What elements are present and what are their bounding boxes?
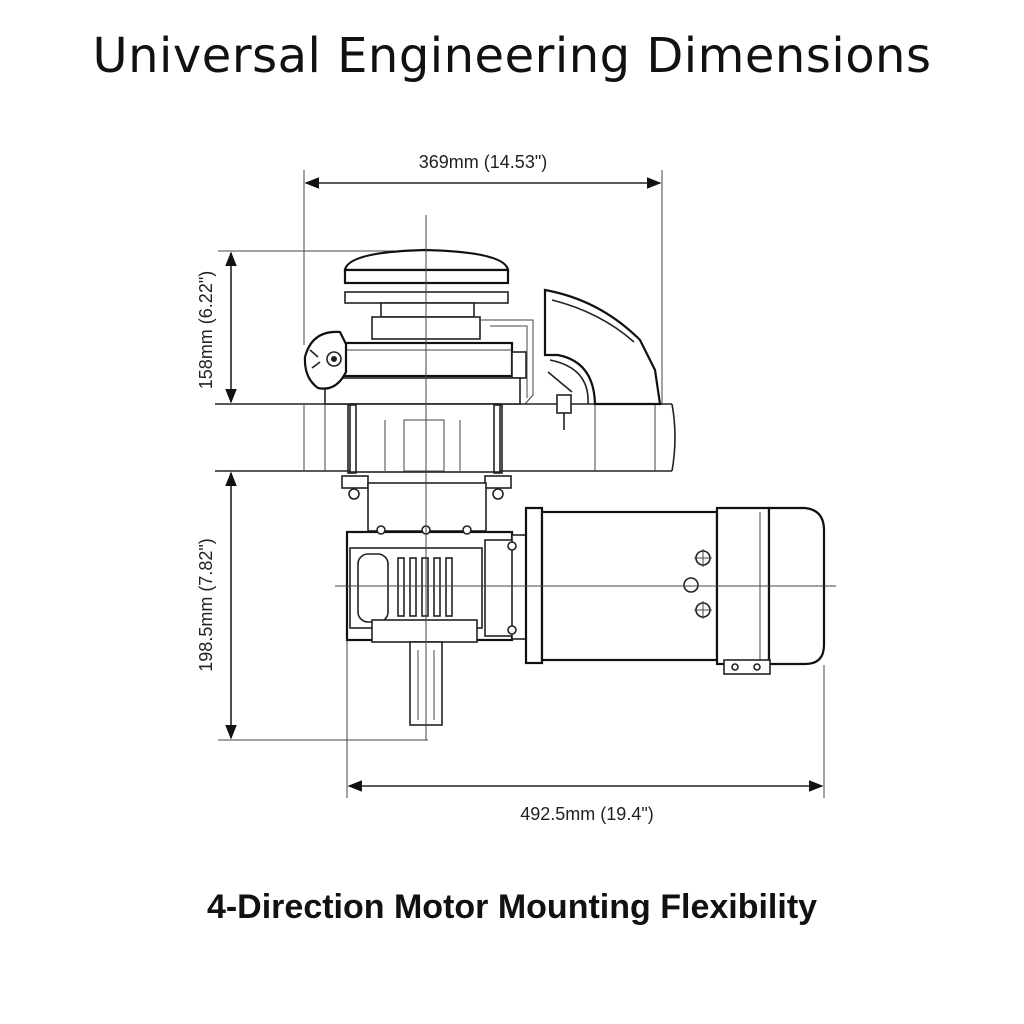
shaft-housing — [341, 403, 512, 532]
upper-height-label: 158mm (6.22") — [196, 271, 216, 389]
bottom-width-label: 492.5mm (19.4") — [520, 804, 653, 824]
page-subtitle: 4-Direction Motor Mounting Flexibility — [206, 888, 818, 926]
page-title: Universal Engineering Dimensions — [92, 28, 932, 84]
electric-motor — [524, 506, 826, 675]
lower-height-dimension: 198.5mm (7.82") — [196, 471, 428, 741]
bottom-width-dimension: 492.5mm (19.4") — [346, 640, 825, 824]
capstan-drum — [320, 248, 527, 405]
top-width-label: 369mm (14.53") — [419, 152, 547, 172]
chain-pipe — [480, 288, 662, 430]
top-width-dimension: 369mm (14.53") — [303, 152, 663, 405]
lower-height-label: 198.5mm (7.82") — [196, 538, 216, 671]
gearbox — [345, 525, 527, 643]
chain-gypsy — [303, 330, 348, 390]
centerlines — [335, 215, 836, 740]
